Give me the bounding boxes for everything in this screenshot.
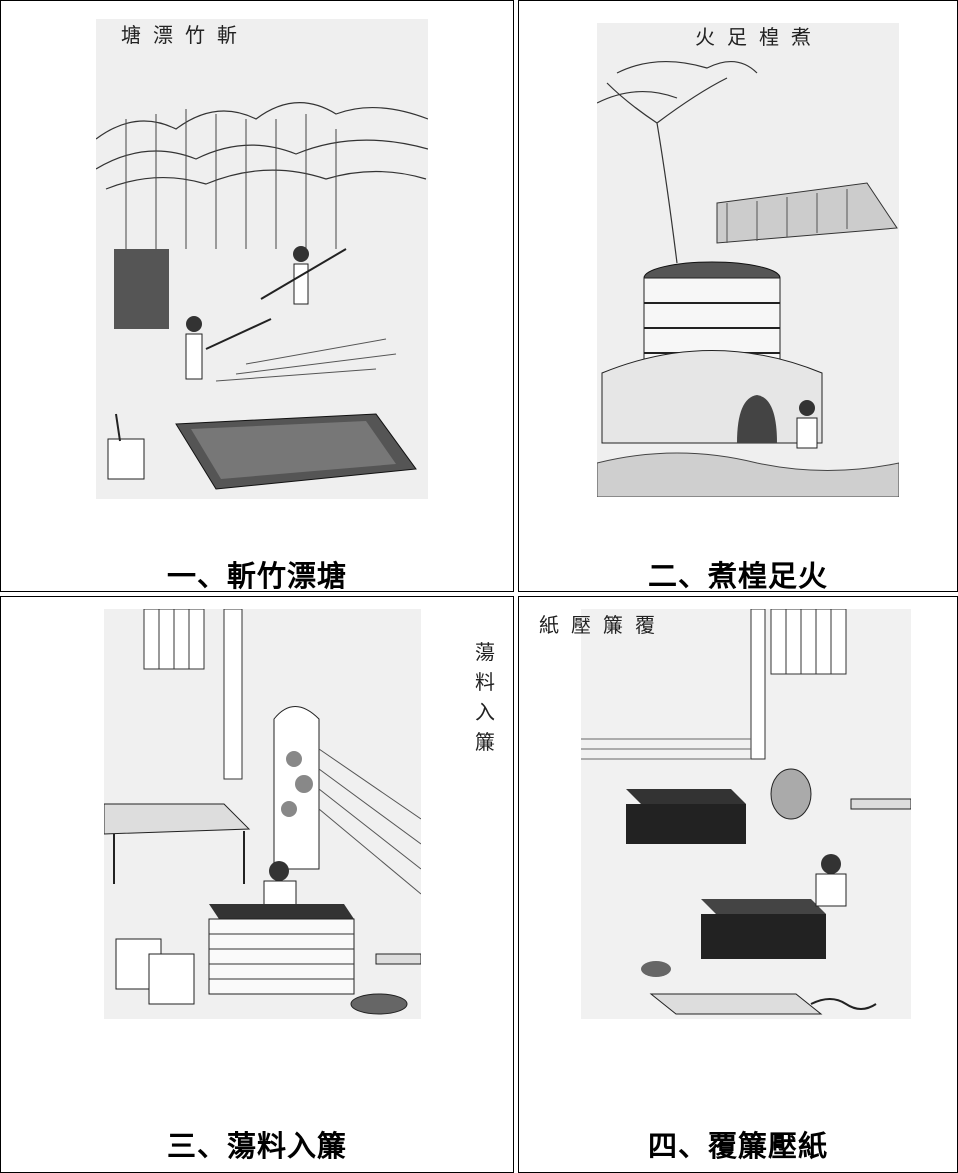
pressing-paper-illustration (581, 609, 911, 1019)
panel-pressing-paper: 紙壓簾覆 四、覆簾壓紙 (518, 596, 958, 1173)
panel-3-art-title: 蕩料入簾 (475, 640, 495, 754)
scooping-pulp-illustration (104, 609, 421, 1019)
cutting-bamboo-illustration (96, 19, 428, 499)
panel-2-caption: 二、煮楻足火 (647, 559, 828, 593)
panel-1-art-title: 塘漂竹斬 (121, 23, 249, 47)
panel-scooping-pulp: 蕩料入簾 三、蕩料入簾 (0, 596, 514, 1173)
panel-4-caption: 四、覆簾壓紙 (647, 1129, 828, 1163)
panel-4-art-title: 紙壓簾覆 (539, 613, 667, 637)
panel-3-caption: 三、蕩料入簾 (166, 1129, 347, 1163)
boiling-vat-illustration (597, 23, 899, 497)
panel-1-caption: 一、斬竹漂塘 (166, 559, 347, 593)
panel-cutting-bamboo: 塘漂竹斬 一、斬竹漂塘 (0, 0, 514, 593)
panel-2-art-title: 火足楻煮 (695, 25, 823, 49)
panel-boiling-vat: 火足楻煮 二、煮楻足火 (518, 0, 958, 593)
